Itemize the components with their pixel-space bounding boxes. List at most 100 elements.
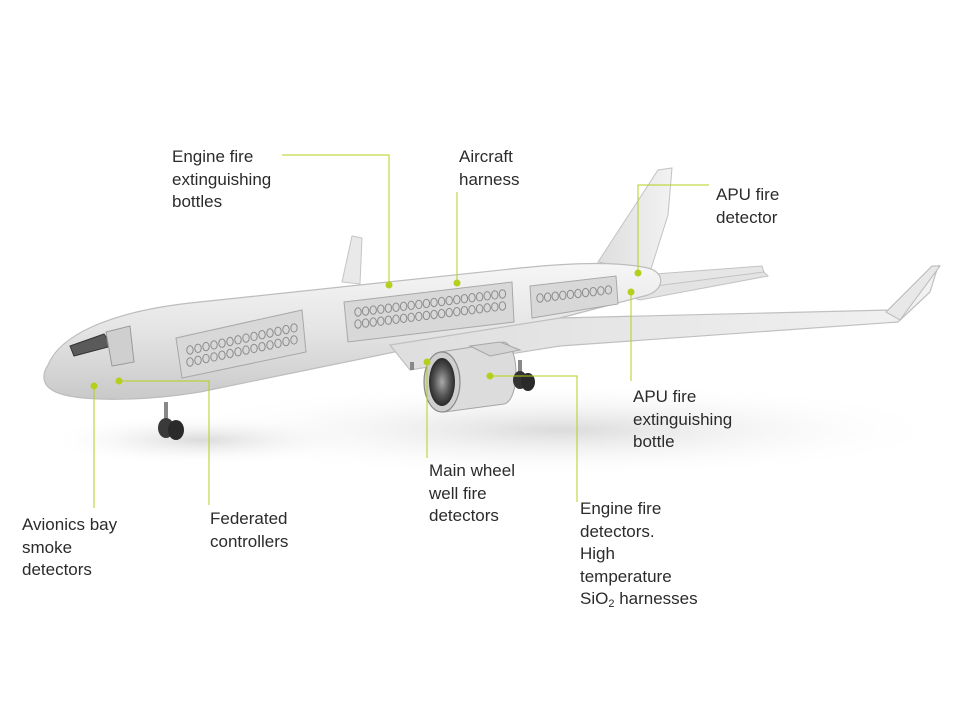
rack-unit [581, 287, 590, 298]
label-main-wheel-well-fire-detectors: Main wheel well fire detectors [429, 460, 515, 528]
cabin-cutaway-rear [529, 275, 619, 319]
rack-unit [430, 297, 438, 308]
label-line: smoke [22, 537, 73, 557]
rack-unit [274, 326, 282, 336]
rack-unit [290, 335, 298, 345]
winglet [885, 265, 941, 321]
rack-unit [186, 345, 194, 355]
rack-unit [399, 313, 408, 323]
sio2-subscript: 2 [608, 598, 615, 610]
rack-unit [407, 312, 415, 323]
rack-unit [392, 302, 400, 312]
rack-unit [186, 357, 194, 367]
label-line: controllers [210, 531, 289, 551]
rack-unit [377, 316, 385, 326]
sio2-prefix: SiO [580, 589, 609, 608]
small-fin [341, 235, 363, 285]
rack-unit [589, 287, 597, 297]
rack-unit [422, 298, 431, 309]
leader-apu-detector [634, 184, 709, 277]
leader-main-wheel [423, 358, 431, 458]
rack-unit [422, 310, 431, 321]
label-line: bottle [633, 432, 675, 451]
rack-unit [250, 343, 258, 354]
rack-unit [604, 285, 613, 295]
rack-unit [226, 336, 234, 347]
label-engine-fire-extinguishing-bottles: Engine fire extinguishing bottles [172, 146, 271, 214]
rack-unit [226, 348, 234, 359]
leader-apu-bottle [627, 288, 635, 381]
leader-engine-detectors [486, 372, 578, 502]
label-line: Federated [210, 509, 288, 528]
rack-unit [437, 308, 446, 319]
label-line: Avionics bay [22, 515, 118, 534]
rack-unit [437, 296, 446, 307]
rack-unit [234, 347, 242, 357]
nose-bay-cutaway [105, 325, 135, 367]
nose-gear [158, 402, 184, 440]
label-line: temperature [580, 566, 672, 586]
engine-pylon [468, 341, 522, 357]
rack-unit [369, 317, 377, 327]
label-avionics-bay-smoke-detectors: Avionics bay smoke detectors [22, 514, 117, 582]
label-line: detectors. [580, 521, 655, 541]
rack-unit [194, 355, 202, 365]
label-line: Engine fire [580, 499, 662, 518]
rack-unit [202, 353, 210, 364]
rack-unit [460, 306, 469, 316]
rack-unit [218, 350, 226, 360]
label-line: Main wheel [429, 461, 515, 480]
rack-unit [491, 290, 499, 300]
leader-federated [115, 377, 210, 505]
rack-unit [377, 304, 385, 314]
label-line: APU fire [716, 185, 780, 204]
rack-unit [483, 303, 491, 313]
label-aircraft-harness: Aircraft harness [459, 146, 519, 191]
rack-unit [194, 343, 202, 353]
rack-unit [475, 304, 484, 314]
rack-unit [274, 338, 282, 348]
rack-unit [597, 286, 605, 296]
label-apu-fire-extinguishing-bottle: APU fire extinguishing bottle [633, 386, 732, 454]
rack-unit [498, 289, 507, 299]
rack-unit [218, 338, 226, 348]
label-line: bottles [172, 192, 223, 211]
ground-shadow [160, 382, 960, 478]
label-line: extinguishing [633, 409, 733, 429]
rack-unit [483, 291, 491, 301]
equipment-racks [186, 285, 613, 367]
rack-unit [407, 300, 415, 311]
rack-unit [430, 309, 438, 320]
rack-unit [384, 303, 393, 313]
rack-unit [445, 307, 453, 318]
leader-engine-bottles [282, 154, 393, 289]
cabin-cutaway-mid [343, 281, 515, 343]
rack-unit [475, 292, 484, 302]
label-line: harness [459, 169, 520, 189]
label-line: APU fire [633, 387, 697, 406]
label-line: Engine fire [172, 147, 254, 166]
rack-unit [559, 290, 567, 300]
rack-unit [468, 305, 476, 315]
rack-unit [242, 345, 250, 355]
rack-unit [354, 319, 362, 329]
rack-unit [258, 330, 266, 340]
label-line: High [580, 544, 615, 563]
rack-unit [361, 306, 370, 316]
rack-unit [460, 294, 469, 304]
ground-shadow-nose [40, 414, 360, 466]
label-line: detectors [22, 560, 92, 579]
rack-unit [202, 341, 210, 352]
leader-avionics [90, 382, 98, 508]
rack-unit [266, 328, 274, 338]
rack-unit [566, 289, 575, 300]
rack-unit [369, 305, 377, 315]
rack-unit [282, 324, 290, 335]
rack-unit [210, 352, 218, 362]
rack-unit [361, 318, 370, 328]
rack-unit [354, 307, 362, 317]
rack-unit [242, 333, 250, 343]
rack-unit [498, 301, 507, 311]
